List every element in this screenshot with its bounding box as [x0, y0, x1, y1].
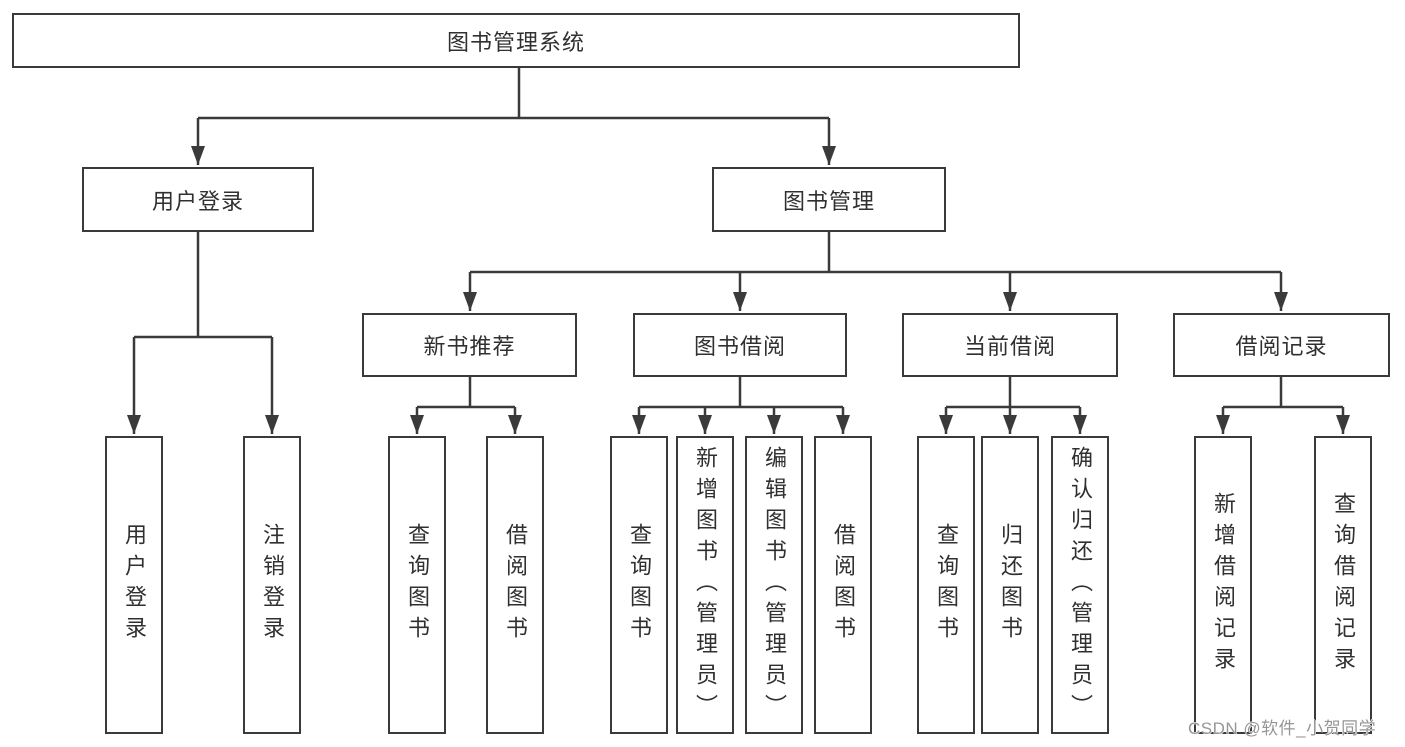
watermark: CSDN @软件_小贺同学 — [1188, 719, 1377, 738]
node-borrowing-records: 借阅记录 — [1173, 313, 1390, 377]
leaf-borrowing-add-books-admin-label: 新增图书（管理员） — [693, 445, 718, 725]
node-book-borrowing: 图书借阅 — [633, 313, 847, 377]
node-book-management-label: 图书管理 — [782, 188, 875, 214]
node-current-borrowing-label: 当前借阅 — [963, 334, 1056, 359]
leaf-recommend-query-books: 查询图书 — [388, 436, 446, 734]
leaf-current-return-books-label: 归还图书 — [998, 523, 1023, 647]
leaf-borrowing-edit-books-admin: 编辑图书（管理员） — [745, 436, 803, 734]
node-library-management-system-label: 图书管理系统 — [446, 29, 585, 55]
leaf-current-confirm-return-admin: 确认归还（管理员） — [1051, 436, 1109, 734]
leaf-borrowing-query-books: 查询图书 — [610, 436, 668, 734]
leaf-borrowing-borrow-books-label: 借阅图书 — [831, 523, 856, 647]
node-new-book-recommendation-label: 新书推荐 — [423, 334, 516, 359]
node-user-login: 用户登录 — [82, 167, 314, 232]
leaf-recommend-borrow-books: 借阅图书 — [486, 436, 544, 734]
node-current-borrowing: 当前借阅 — [902, 313, 1118, 377]
leaf-current-query-books: 查询图书 — [917, 436, 975, 734]
node-new-book-recommendation: 新书推荐 — [362, 313, 577, 377]
leaf-records-query-borrow-record-label: 查询借阅记录 — [1331, 492, 1356, 678]
leaf-current-return-books: 归还图书 — [981, 436, 1039, 734]
leaf-logout-login: 注销登录 — [243, 436, 301, 734]
leaf-borrowing-borrow-books: 借阅图书 — [814, 436, 872, 734]
node-book-management: 图书管理 — [712, 167, 946, 232]
leaf-records-add-borrow-record-label: 新增借阅记录 — [1211, 492, 1236, 678]
leaf-user-login: 用户登录 — [105, 436, 163, 734]
node-user-login-label: 用户登录 — [151, 188, 244, 214]
leaf-recommend-borrow-books-label: 借阅图书 — [503, 523, 528, 647]
leaf-current-confirm-return-admin-label: 确认归还（管理员） — [1068, 445, 1093, 725]
leaf-borrowing-query-books-label: 查询图书 — [627, 523, 652, 647]
leaf-logout-login-label: 注销登录 — [260, 523, 285, 647]
leaf-recommend-query-books-label: 查询图书 — [405, 523, 430, 647]
leaf-borrowing-edit-books-admin-label: 编辑图书（管理员） — [762, 445, 787, 725]
leaf-records-add-borrow-record: 新增借阅记录 — [1194, 436, 1252, 734]
node-library-management-system: 图书管理系统 — [12, 13, 1020, 68]
leaf-user-login-label: 用户登录 — [122, 523, 147, 647]
node-borrowing-records-label: 借阅记录 — [1235, 334, 1328, 359]
leaf-borrowing-add-books-admin: 新增图书（管理员） — [676, 436, 734, 734]
node-book-borrowing-label: 图书借阅 — [693, 334, 786, 359]
leaf-records-query-borrow-record: 查询借阅记录 — [1314, 436, 1372, 734]
leaf-current-query-books-label: 查询图书 — [934, 523, 959, 647]
